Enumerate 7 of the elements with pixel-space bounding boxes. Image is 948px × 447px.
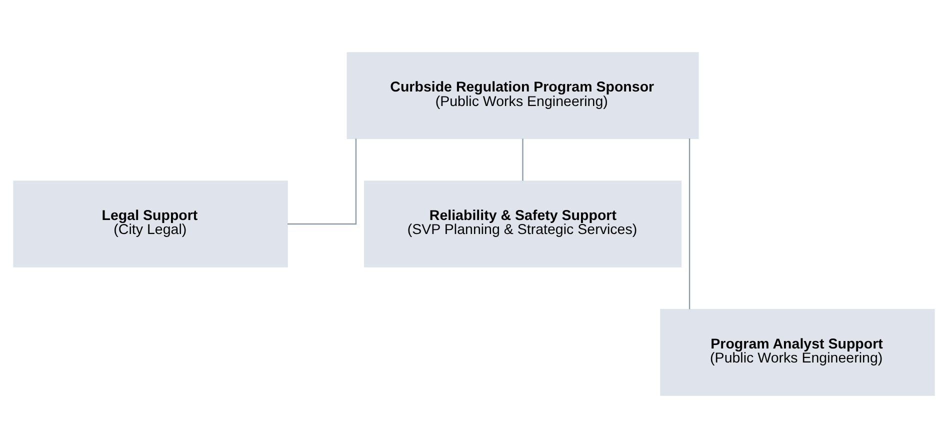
node-box: Reliability & Safety Support (SVP Planning & Strategic Services) — [364, 180, 682, 267]
connector — [288, 138, 357, 224]
node-box: Program Analyst Support (Public Works Engineering) — [660, 308, 935, 396]
connector — [522, 138, 524, 180]
connector — [688, 138, 690, 309]
node-box: Curbside Regulation Program Sponsor (Public Works Engineering) — [346, 52, 699, 138]
node-box: Legal Support (City Legal) — [13, 180, 288, 267]
